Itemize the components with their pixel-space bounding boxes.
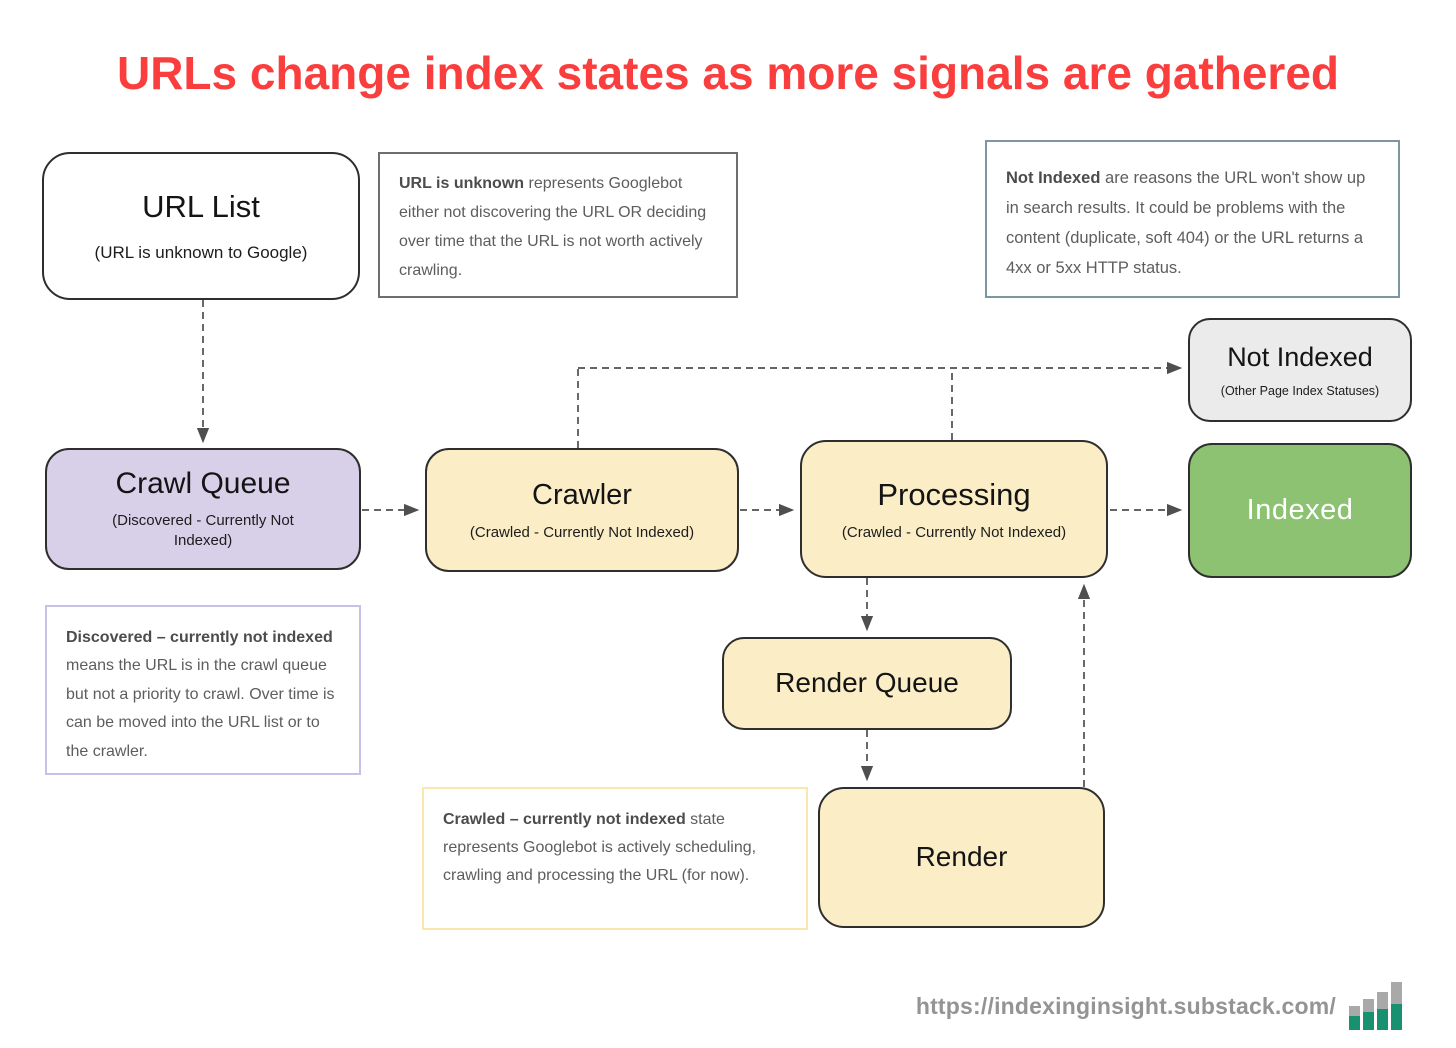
- node-subtitle: (Crawled - Currently Not Indexed): [841, 524, 1067, 542]
- node-subtitle: (Discovered - Currently Not Indexed): [112, 512, 294, 550]
- node-render-queue: Render Queue: [722, 637, 1012, 730]
- note-body: represents Googlebot either not discover…: [399, 175, 707, 280]
- note-body: means the URL is in the crawl queue but …: [66, 657, 335, 760]
- note-body: are reasons the URL won't show up in sea…: [1006, 169, 1366, 278]
- bar-chart-icon-bar: [1349, 1006, 1360, 1030]
- node-title: Crawl Queue: [115, 466, 291, 500]
- page-title: URLs change index states as more signals…: [116, 47, 1339, 99]
- bar-chart-icon-bar: [1363, 999, 1374, 1030]
- node-url-list: URL List (URL is unknown to Google): [42, 152, 360, 300]
- node-title: URL List: [142, 189, 260, 225]
- note-crawled: Crawled – currently not indexed state re…: [422, 787, 808, 930]
- note-bold-lead: URL is unknown: [399, 175, 525, 192]
- bar-chart-icon-bar: [1377, 992, 1388, 1030]
- note-bold-lead: Discovered – currently not indexed: [66, 629, 333, 646]
- bar-chart-icon-bar: [1391, 982, 1402, 1030]
- node-title: Crawler: [532, 478, 632, 511]
- node-title: Not Indexed: [1227, 342, 1373, 373]
- note-not-indexed: Not Indexed are reasons the URL won't sh…: [985, 140, 1400, 298]
- footer-url: https://indexinginsight.substack.com/: [915, 992, 1336, 1019]
- footer: https://indexinginsight.substack.com/: [916, 982, 1402, 1030]
- node-not-indexed: Not Indexed (Other Page Index Statuses): [1188, 318, 1412, 422]
- note-bold-lead: Not Indexed: [1006, 169, 1101, 187]
- node-crawl-queue: Crawl Queue (Discovered - Currently Not …: [45, 448, 361, 570]
- node-processing: Processing (Crawled - Currently Not Inde…: [800, 440, 1108, 578]
- node-title: Render Queue: [775, 667, 959, 699]
- node-crawler: Crawler (Crawled - Currently Not Indexed…: [425, 448, 739, 572]
- note-url-unknown: URL is unknown represents Googlebot eith…: [378, 152, 738, 298]
- node-title: Indexed: [1246, 493, 1354, 526]
- note-discovered: Discovered – currently not indexed means…: [45, 605, 361, 775]
- node-subtitle: (URL is unknown to Google): [94, 242, 308, 262]
- node-indexed: Indexed: [1188, 443, 1412, 578]
- node-subtitle: (Other Page Index Statuses): [1220, 383, 1380, 398]
- node-title: Render: [915, 841, 1008, 873]
- note-body: state represents Googlebot is actively s…: [443, 811, 757, 884]
- node-subtitle: (Crawled - Currently Not Indexed): [469, 524, 695, 542]
- bar-chart-icon: [1349, 982, 1402, 1030]
- note-bold-lead: Crawled – currently not indexed: [443, 811, 686, 828]
- node-title: Processing: [877, 476, 1031, 512]
- node-render: Render: [818, 787, 1105, 928]
